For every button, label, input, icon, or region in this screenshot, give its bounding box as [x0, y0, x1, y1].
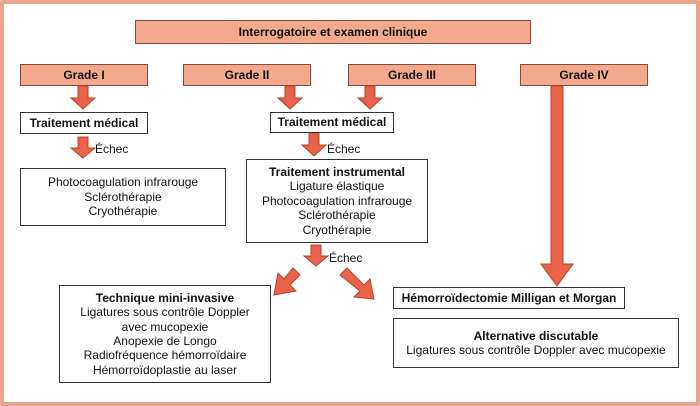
- mini-invasive-box: Technique mini-invasive Ligatures sous c…: [59, 285, 271, 383]
- left-treatment-box: Traitement médical: [20, 112, 148, 134]
- instrumental-title: Traitement instrumental: [268, 165, 406, 180]
- middle-echec-label: Échec: [327, 142, 361, 156]
- mini-invasive-item-1: Ligatures sous contrôle Doppler: [80, 305, 250, 320]
- grade-1-box: Grade I: [20, 64, 148, 86]
- grade-2-box: Grade II: [183, 64, 311, 86]
- left-treatment-label: Traitement médical: [29, 115, 139, 130]
- mini-invasive-item-3: Anopexie de Longo: [113, 334, 217, 348]
- instrumental-item-1: Ligature élastique: [289, 179, 385, 194]
- left-option-1: Photocoagulation infrarouge: [47, 175, 199, 190]
- instrumental-item-4: Cryothérapie: [302, 222, 372, 237]
- grade-3-box: Grade III: [348, 64, 476, 86]
- left-option-3: Cryothérapie: [88, 204, 158, 219]
- grade-3-label: Grade III: [387, 67, 437, 82]
- alternative-text: Ligatures sous contrôle Doppler avec muc…: [406, 343, 666, 357]
- arrow-middle-echec: [300, 132, 328, 157]
- left-options-box: Photocoagulation infrarouge Sclérothérap…: [20, 168, 226, 226]
- left-option-2: Sclérothérapie: [84, 189, 162, 204]
- grade-1-label: Grade I: [63, 67, 105, 82]
- arrow-grade3-to-treatment: [356, 85, 384, 110]
- alternative-box: Alternative discutable Ligatures sous co…: [393, 318, 679, 368]
- top-box-interrogatoire: Interrogatoire et examen clinique: [135, 20, 531, 44]
- arrow-to-surgery: [339, 267, 375, 300]
- arrow-to-mini-invasive: [273, 267, 301, 296]
- arrow-instrumental-echec: [302, 244, 330, 267]
- arrow-grade2-to-treatment: [276, 85, 304, 110]
- middle-treatment-box: Traitement médical: [270, 112, 394, 133]
- grade-4-label: Grade IV: [559, 67, 609, 82]
- surgery-box: Hémorroïdectomie Milligan et Morgan: [393, 287, 625, 309]
- mini-invasive-item-4: Radiofréquence hémorroïdaire: [83, 348, 247, 363]
- left-echec-label: Échec: [95, 142, 129, 156]
- mini-invasive-title: Technique mini-invasive: [95, 290, 235, 305]
- grade-2-label: Grade II: [224, 67, 270, 82]
- arrow-left-echec: [69, 136, 97, 159]
- instrumental-box: Traitement instrumental Ligature élastiq…: [246, 159, 428, 243]
- instrumental-item-2: Photocoagulation infrarouge: [261, 193, 413, 208]
- surgery-label: Hémorroïdectomie Milligan et Morgan: [401, 290, 617, 305]
- middle-treatment-label: Traitement médical: [277, 115, 387, 130]
- grade-4-box: Grade IV: [520, 64, 648, 86]
- alternative-title: Alternative discutable: [473, 328, 599, 343]
- arrow-grade1-to-treatment: [69, 85, 97, 110]
- mini-invasive-item-2: avec mucopexie: [121, 319, 209, 334]
- instrumental-echec-label: Échec: [329, 251, 363, 265]
- mini-invasive-item-5: Hémorroïdoplastie au laser: [92, 362, 238, 377]
- instrumental-item-3: Sclérothérapie: [298, 208, 376, 223]
- arrow-grade4-to-surgery: [540, 85, 574, 287]
- top-box-label: Interrogatoire et examen clinique: [238, 24, 428, 39]
